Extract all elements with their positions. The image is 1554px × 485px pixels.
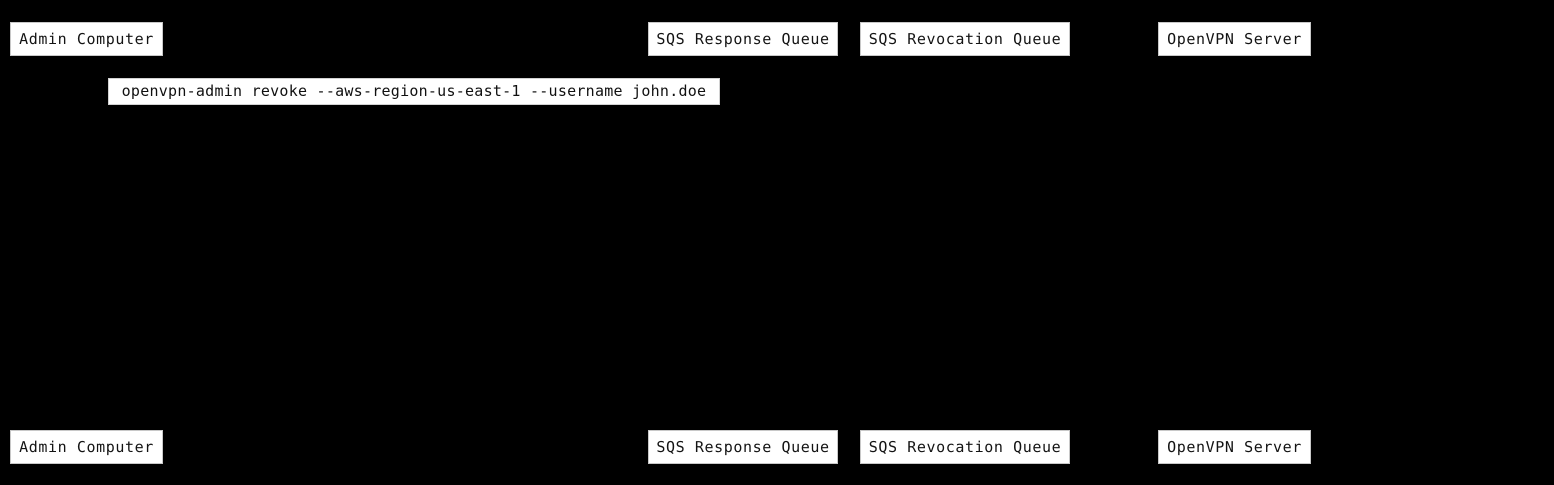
message-label-revoke-command[interactable]: openvpn-admin revoke --aws-region-us-eas… bbox=[108, 78, 720, 105]
lifeline-sqs-response-queue bbox=[742, 56, 743, 430]
message-text-revoke-command: openvpn-admin revoke --aws-region-us-eas… bbox=[121, 82, 707, 100]
message-arrowhead-revoke-command bbox=[100, 100, 107, 108]
participant-footer-sqs-response-queue[interactable]: SQS Response Queue bbox=[648, 430, 838, 464]
message-arrow-revoke-command bbox=[86, 104, 108, 105]
participant-footer-admin-computer[interactable]: Admin Computer bbox=[10, 430, 163, 464]
lifeline-sqs-revocation-queue bbox=[964, 56, 965, 430]
participant-sqs-response-queue[interactable]: SQS Response Queue bbox=[648, 22, 838, 56]
participant-footer-label-sqs-revocation-queue: SQS Revocation Queue bbox=[868, 437, 1062, 456]
participant-openvpn-server[interactable]: OpenVPN Server bbox=[1158, 22, 1311, 56]
participant-footer-label-sqs-response-queue: SQS Response Queue bbox=[656, 437, 830, 456]
lifeline-admin-computer bbox=[86, 56, 87, 430]
participant-label-openvpn-server: OpenVPN Server bbox=[1167, 29, 1302, 48]
participant-label-sqs-revocation-queue: SQS Revocation Queue bbox=[868, 29, 1062, 48]
participant-sqs-revocation-queue[interactable]: SQS Revocation Queue bbox=[860, 22, 1070, 56]
participant-footer-label-admin-computer: Admin Computer bbox=[19, 437, 154, 456]
participant-footer-openvpn-server[interactable]: OpenVPN Server bbox=[1158, 430, 1311, 464]
participant-label-sqs-response-queue: SQS Response Queue bbox=[656, 29, 830, 48]
participant-admin-computer[interactable]: Admin Computer bbox=[10, 22, 163, 56]
participant-footer-label-openvpn-server: OpenVPN Server bbox=[1167, 437, 1302, 456]
participant-label-admin-computer: Admin Computer bbox=[19, 29, 154, 48]
participant-footer-sqs-revocation-queue[interactable]: SQS Revocation Queue bbox=[860, 430, 1070, 464]
lifeline-openvpn-server bbox=[1234, 56, 1235, 430]
